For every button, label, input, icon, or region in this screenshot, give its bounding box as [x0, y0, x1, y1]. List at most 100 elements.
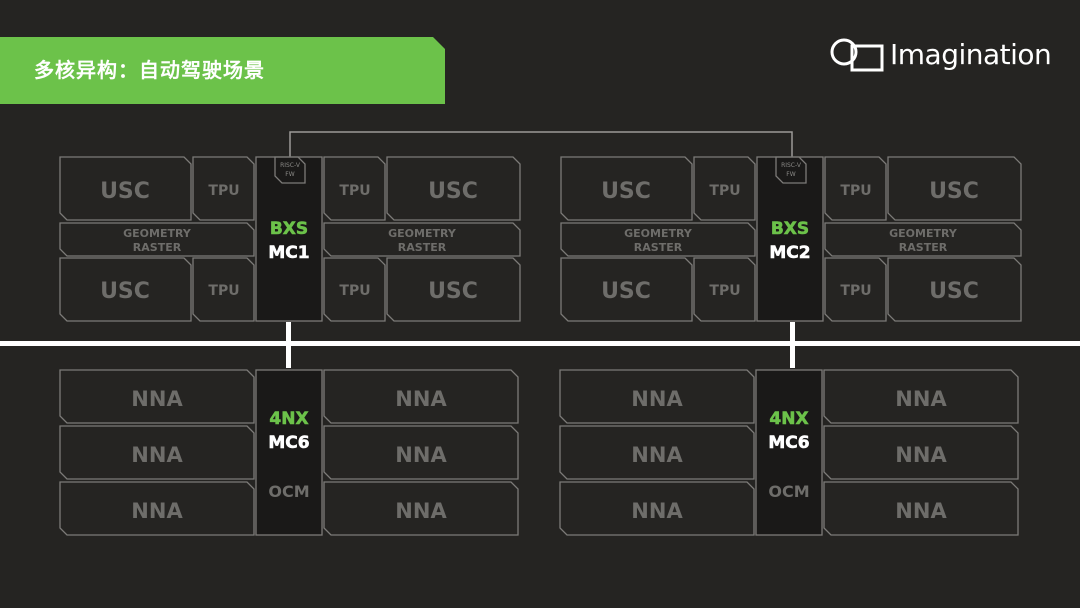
- nna-label: NNA: [395, 499, 447, 523]
- core-column: [255, 369, 323, 536]
- ocm-label: OCM: [768, 482, 809, 501]
- nna-label: NNA: [131, 499, 183, 523]
- usc-label: USC: [428, 279, 478, 304]
- raster-label: RASTER: [398, 241, 447, 254]
- nna-label: NNA: [631, 499, 683, 523]
- nna-block: [559, 425, 755, 480]
- core-column: [756, 156, 824, 322]
- usc-label: USC: [929, 279, 979, 304]
- usc-label: USC: [100, 279, 150, 304]
- usc-block: [386, 257, 521, 322]
- geometry-raster-block: [560, 222, 756, 257]
- tpu-block: [693, 156, 756, 221]
- nna-label: NNA: [131, 387, 183, 411]
- mc-label: MC1: [268, 243, 309, 263]
- core-label: BXS: [771, 219, 809, 239]
- risc-v-label: RISC-V: [781, 162, 802, 169]
- usc-label: USC: [601, 279, 651, 304]
- fw-label: FW: [285, 171, 294, 178]
- geometry-label: GEOMETRY: [388, 227, 457, 240]
- logo-text: Imagination: [890, 38, 1052, 71]
- core-column: [755, 369, 823, 536]
- mc-label: MC2: [769, 243, 810, 263]
- nna-label: NNA: [631, 387, 683, 411]
- geometry-raster-block: [59, 222, 255, 257]
- raster-label: RASTER: [133, 241, 182, 254]
- nna-block: [59, 369, 255, 424]
- usc-label: USC: [428, 179, 478, 204]
- usc-block: [560, 257, 693, 322]
- tpu-block: [323, 257, 386, 322]
- risc-v-label: RISC-V: [280, 162, 301, 169]
- tpu-block: [192, 257, 255, 322]
- usc-label: USC: [601, 179, 651, 204]
- nna-label: NNA: [895, 443, 947, 467]
- nna-block: [823, 425, 1019, 480]
- core-column: [255, 156, 323, 322]
- nna-block: [559, 481, 755, 536]
- tpu-block: [323, 156, 386, 221]
- nna-block: [559, 369, 755, 424]
- raster-label: RASTER: [899, 241, 948, 254]
- tpu-block: [693, 257, 756, 322]
- usc-label: USC: [100, 179, 150, 204]
- nna-label: NNA: [895, 387, 947, 411]
- system-bus: [0, 322, 1080, 368]
- tpu-label: TPU: [840, 183, 871, 199]
- risc-v-firmware-block: [775, 156, 807, 184]
- tpu-label: TPU: [840, 283, 871, 299]
- nna-label: NNA: [631, 443, 683, 467]
- mc-label: MC6: [768, 433, 809, 453]
- nna-label: NNA: [395, 387, 447, 411]
- geometry-raster-block: [824, 222, 1022, 257]
- tpu-block: [824, 257, 887, 322]
- nna-label: NNA: [395, 443, 447, 467]
- nna-label: NNA: [895, 499, 947, 523]
- nna-label: NNA: [131, 443, 183, 467]
- title-banner: 多核异构：自动驾驶场景: [0, 37, 445, 104]
- core-label: BXS: [270, 219, 308, 239]
- core-label: 4NX: [769, 409, 808, 429]
- imagination-logo: Imagination: [830, 36, 1052, 76]
- tpu-label: TPU: [709, 283, 740, 299]
- nna-block: [823, 481, 1019, 536]
- geometry-label: GEOMETRY: [123, 227, 192, 240]
- tpu-label: TPU: [339, 283, 370, 299]
- cluster-connector: [289, 131, 793, 157]
- nna-block: [323, 481, 519, 536]
- nna-block: [823, 369, 1019, 424]
- usc-block: [386, 156, 521, 221]
- tpu-label: TPU: [208, 283, 239, 299]
- usc-block: [59, 156, 192, 221]
- geometry-raster-block: [323, 222, 521, 257]
- nna-block: [59, 481, 255, 536]
- tpu-label: TPU: [208, 183, 239, 199]
- usc-block: [887, 156, 1022, 221]
- imagination-logo-icon: [830, 38, 884, 72]
- tpu-label: TPU: [709, 183, 740, 199]
- risc-v-firmware-block: [274, 156, 306, 184]
- tpu-block: [192, 156, 255, 221]
- tpu-block: [824, 156, 887, 221]
- usc-block: [887, 257, 1022, 322]
- nna-block: [59, 425, 255, 480]
- nna-block: [323, 369, 519, 424]
- usc-label: USC: [929, 179, 979, 204]
- usc-block: [560, 156, 693, 221]
- raster-label: RASTER: [634, 241, 683, 254]
- usc-block: [59, 257, 192, 322]
- mc-label: MC6: [268, 433, 309, 453]
- core-label: 4NX: [269, 409, 308, 429]
- tpu-label: TPU: [339, 183, 370, 199]
- nna-block: [323, 425, 519, 480]
- page-title: 多核异构：自动驾驶场景: [34, 58, 265, 82]
- fw-label: FW: [786, 171, 795, 178]
- ocm-label: OCM: [268, 482, 309, 501]
- geometry-label: GEOMETRY: [624, 227, 693, 240]
